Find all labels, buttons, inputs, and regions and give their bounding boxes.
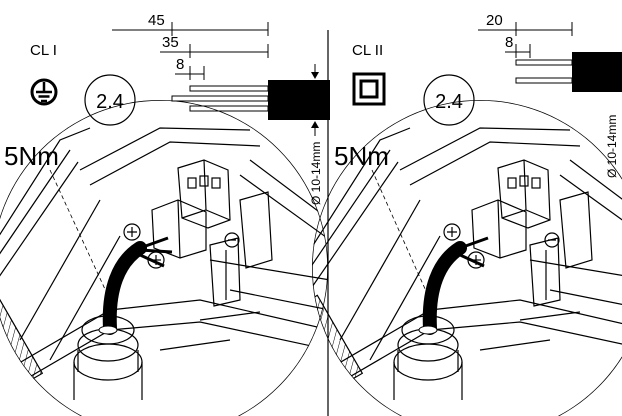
step-badge-right: 2.4 xyxy=(423,74,475,126)
dim-35: 35 xyxy=(162,34,179,51)
dim-8-left: 8 xyxy=(176,56,184,73)
cable-diameter-right: Ø 10-14mm xyxy=(605,115,619,178)
dim-45: 45 xyxy=(148,12,165,29)
class-label-left: CL I xyxy=(30,42,57,59)
cable-diameter-left: Ø 10-14mm xyxy=(309,142,323,205)
stripped-cable-right xyxy=(515,52,622,92)
step-number-left: 2.4 xyxy=(96,91,124,113)
torque-label-right: 5Nm xyxy=(334,141,389,171)
stripped-cable-left xyxy=(171,64,330,136)
class-label-right: CL II xyxy=(352,42,383,59)
dim-8-right: 8 xyxy=(505,34,513,51)
strip-dimensions-right xyxy=(478,22,573,58)
protective-earth-icon xyxy=(30,78,58,106)
torque-label-left: 5Nm xyxy=(4,141,59,171)
right-panel: CL II 2.4 20 8 Ø 10-14mm 5Nm xyxy=(312,12,622,416)
left-panel: CL I 2.4 45 35 8 xyxy=(0,12,330,416)
double-insulation-icon xyxy=(352,72,386,106)
step-badge-left: 2.4 xyxy=(84,74,136,126)
strip-dimensions-left xyxy=(112,22,269,80)
step-number-right: 2.4 xyxy=(435,91,463,113)
dim-20: 20 xyxy=(486,12,503,29)
